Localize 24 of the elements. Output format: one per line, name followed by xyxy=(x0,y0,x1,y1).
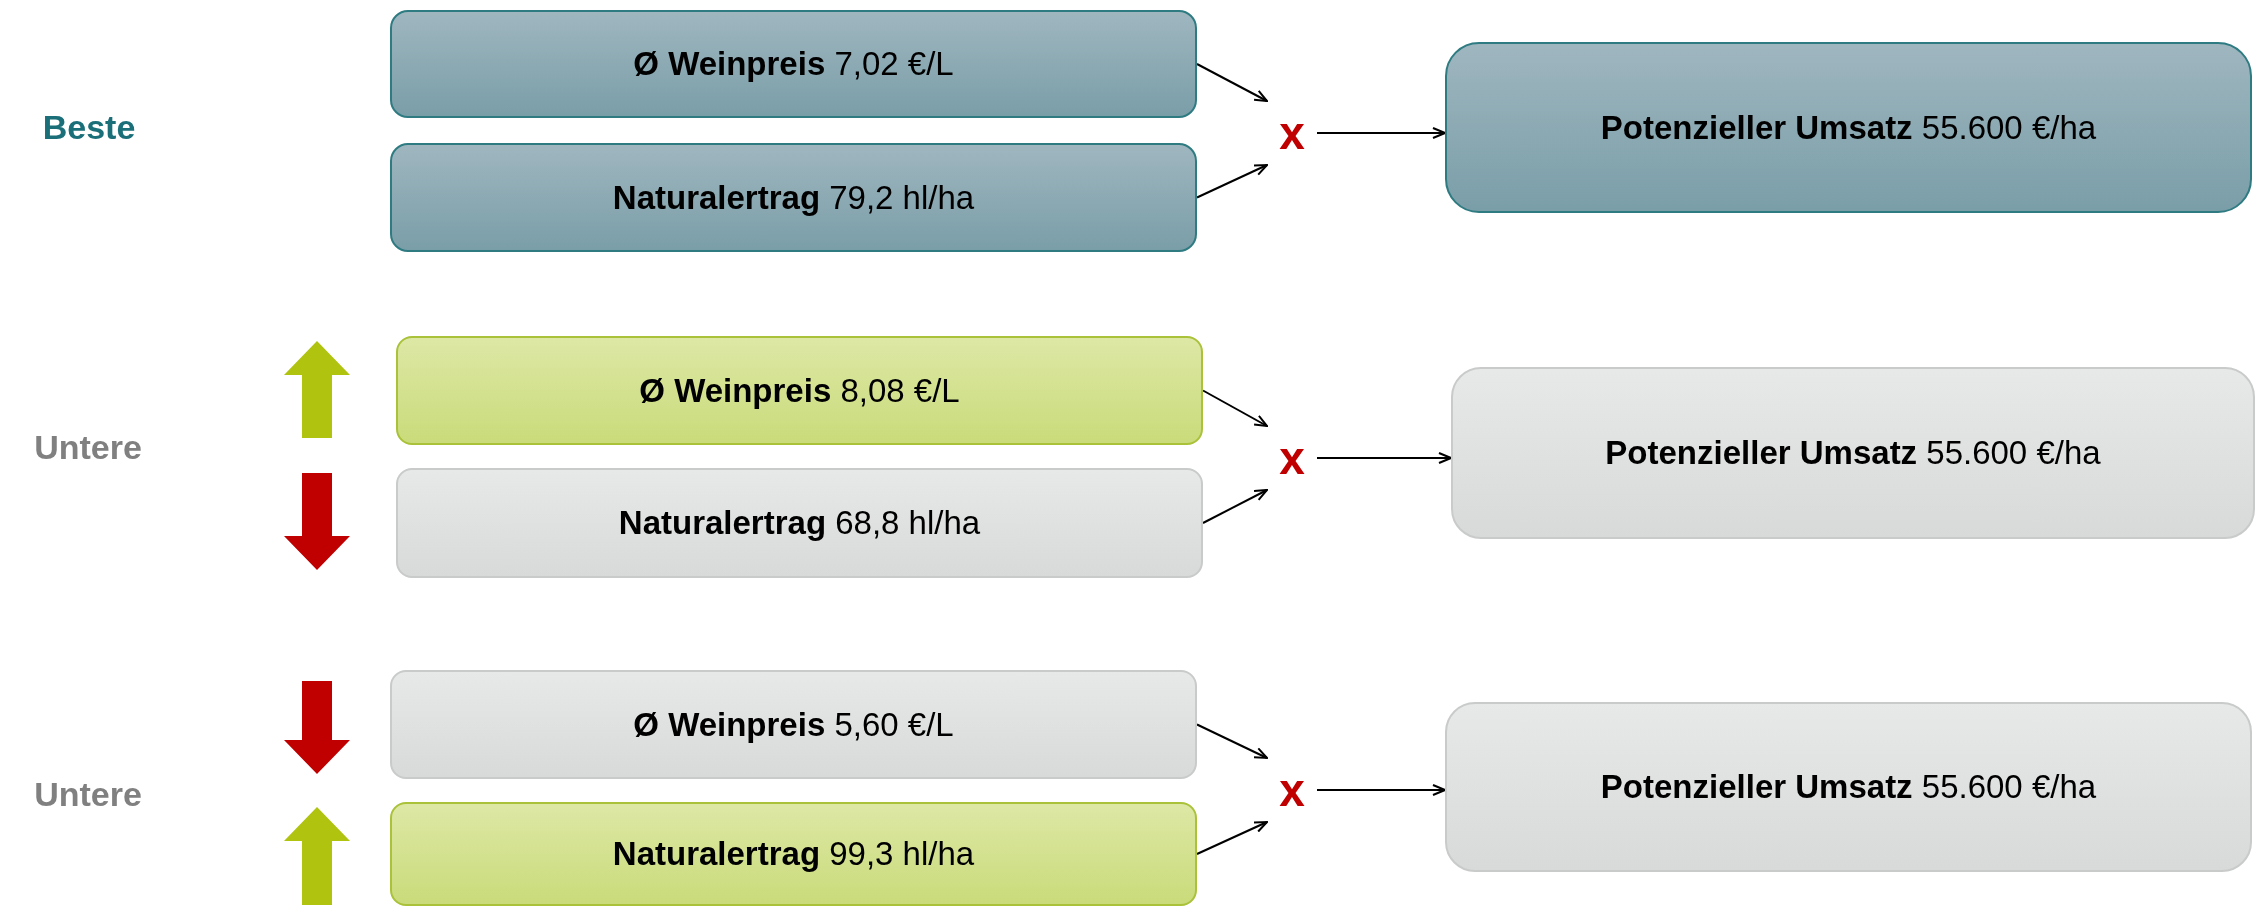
row-label: Untere xyxy=(34,427,142,467)
metric-box: Naturalertrag 99,3 hl/ha xyxy=(390,802,1197,906)
row-label: Untere xyxy=(34,774,142,814)
multiply-sign: x xyxy=(1267,413,1317,503)
multiply-sign: x xyxy=(1267,88,1317,178)
result-box: Potenzieller Umsatz 55.600 €/ha xyxy=(1445,702,2252,872)
result-box: Potenzieller Umsatz 55.600 €/ha xyxy=(1445,42,2252,213)
arrow xyxy=(1202,489,1268,524)
metric-box: Naturalertrag 79,2 hl/ha xyxy=(390,143,1197,252)
multiply-sign: x xyxy=(1267,745,1317,835)
arrow xyxy=(1316,784,1446,796)
arrow xyxy=(1202,389,1268,427)
arrow xyxy=(1196,723,1268,759)
metric-box: Naturalertrag 68,8 hl/ha xyxy=(396,468,1203,578)
arrow xyxy=(1316,452,1452,464)
metric-box: Ø Weinpreis 8,08 €/L xyxy=(396,336,1203,445)
arrow xyxy=(1196,821,1268,855)
row-label: Beste xyxy=(42,107,136,147)
result-box: Potenzieller Umsatz 55.600 €/ha xyxy=(1451,367,2255,539)
arrow xyxy=(1196,164,1268,199)
arrow xyxy=(1316,127,1446,139)
metric-box: Ø Weinpreis 7,02 €/L xyxy=(390,10,1197,118)
metric-box: Ø Weinpreis 5,60 €/L xyxy=(390,670,1197,779)
arrow xyxy=(1196,63,1268,102)
